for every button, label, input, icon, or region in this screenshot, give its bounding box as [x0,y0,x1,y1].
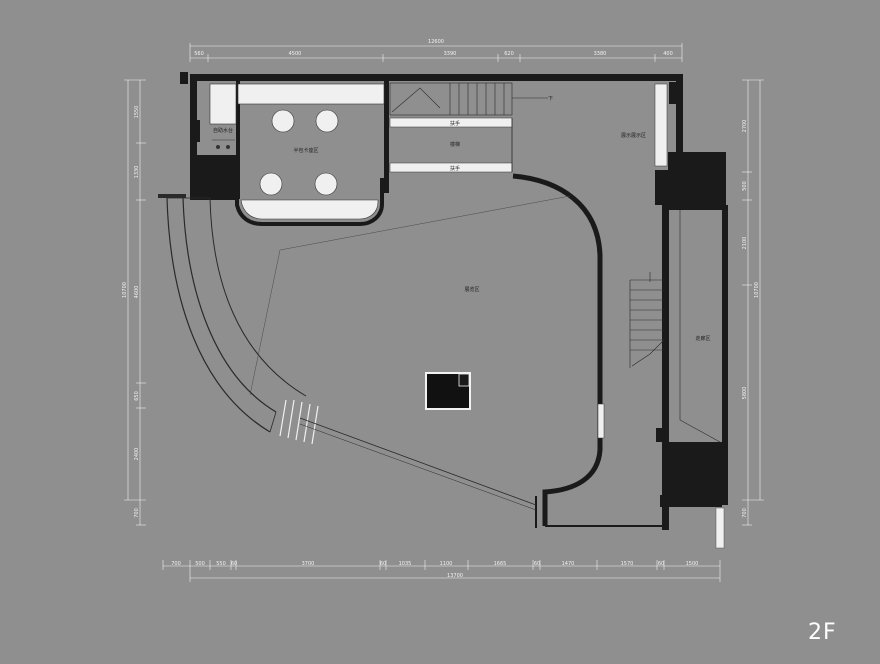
sink-2 [226,145,230,149]
dim-bottom-11: 1570 [621,561,634,567]
balcony-end [269,411,277,433]
balcony-mid-curve [182,197,277,413]
label-main: 展览区 [464,286,479,293]
stairs-right [629,272,665,368]
dim-left-total: 10700 [122,282,128,298]
bottom-right-step [715,507,725,549]
hatch-marks [279,399,319,445]
label-display: 展示展示区 [621,133,646,139]
dim-top-0: 560 [194,51,204,57]
walls [190,74,728,530]
dimension-right [742,79,764,526]
dim-bottom-12: 60 [658,561,664,567]
display-panel [597,403,605,439]
dim-right-total: 10700 [754,282,760,298]
diagonal-rail [299,417,537,506]
dim-right-3: 5800 [742,387,748,400]
dim-top-5: 400 [663,51,673,57]
display-shelf [654,83,668,167]
table-2 [315,109,339,133]
dim-bottom-4: 3700 [302,561,315,567]
dim-bottom-0: 700 [171,561,181,567]
dim-right-0: 2700 [742,120,748,133]
dim-top-4: 3380 [594,51,607,57]
floor-label: 2F [808,620,837,645]
label-lounge: 半包卡座区 [293,147,318,154]
label-handrail-top: 扶手 [450,120,460,127]
top-left-fixture [180,72,188,84]
lounge-curve-wall [235,178,384,226]
dim-right-2: 2100 [742,237,748,250]
dimension-top [189,43,683,62]
dim-bottom-5: 60 [380,561,386,567]
column-inset [458,373,470,387]
dim-bottom-13: 1500 [686,561,699,567]
dim-left-1: 1330 [134,166,140,179]
left-door-step [158,194,186,198]
valve-box [669,82,677,104]
dim-top-2: 3390 [444,51,457,57]
dim-bottom-3: 60 [231,561,237,567]
label-stairs-up: 下 [548,96,553,102]
balcony-inner-curve [209,197,307,397]
stairs-top [389,82,548,116]
buffet-counter [209,83,237,125]
diagonal-rail-2 [299,423,537,511]
dim-top-3: 620 [504,51,514,57]
sink-1 [216,145,220,149]
dim-bottom-8: 1665 [494,561,507,567]
lounge-bench-bottom [240,199,379,220]
dim-top-total: 12600 [428,39,444,45]
label-right-room: 走廊区 [695,335,710,342]
dim-bottom-1: 500 [195,561,205,567]
lounge-bench-top [237,83,385,105]
curved-wall [512,173,603,526]
balcony-outer-curve [166,197,271,433]
dimension-left [124,79,146,526]
dim-right-4: 700 [742,508,748,518]
label-buffet: 自助水台 [213,127,233,134]
dim-left-3: 650 [134,391,140,401]
dim-bottom-7: 1100 [440,561,453,567]
dim-right-1: 500 [742,181,748,191]
dim-bottom-10: 1470 [562,561,575,567]
label-stairwell: 楼梯 [450,141,460,148]
dim-bottom-6: 1035 [399,561,412,567]
dim-left-5: 700 [134,508,140,518]
dim-bottom-9: 60 [534,561,540,567]
guide-line [249,195,571,396]
dimension-bottom [162,560,721,582]
dim-left-2: 4600 [134,286,140,299]
dim-bottom-total: 13700 [447,573,463,579]
dim-top-1: 4500 [289,51,302,57]
dim-bottom-2: 550 [216,561,226,567]
table-1 [271,109,295,133]
table-4 [314,172,338,196]
table-3 [259,172,283,196]
label-handrail-bottom: 扶手 [450,165,460,172]
right-room-line [679,210,721,443]
dim-left-4: 2400 [134,448,140,461]
dim-left-0: 1550 [134,106,140,119]
